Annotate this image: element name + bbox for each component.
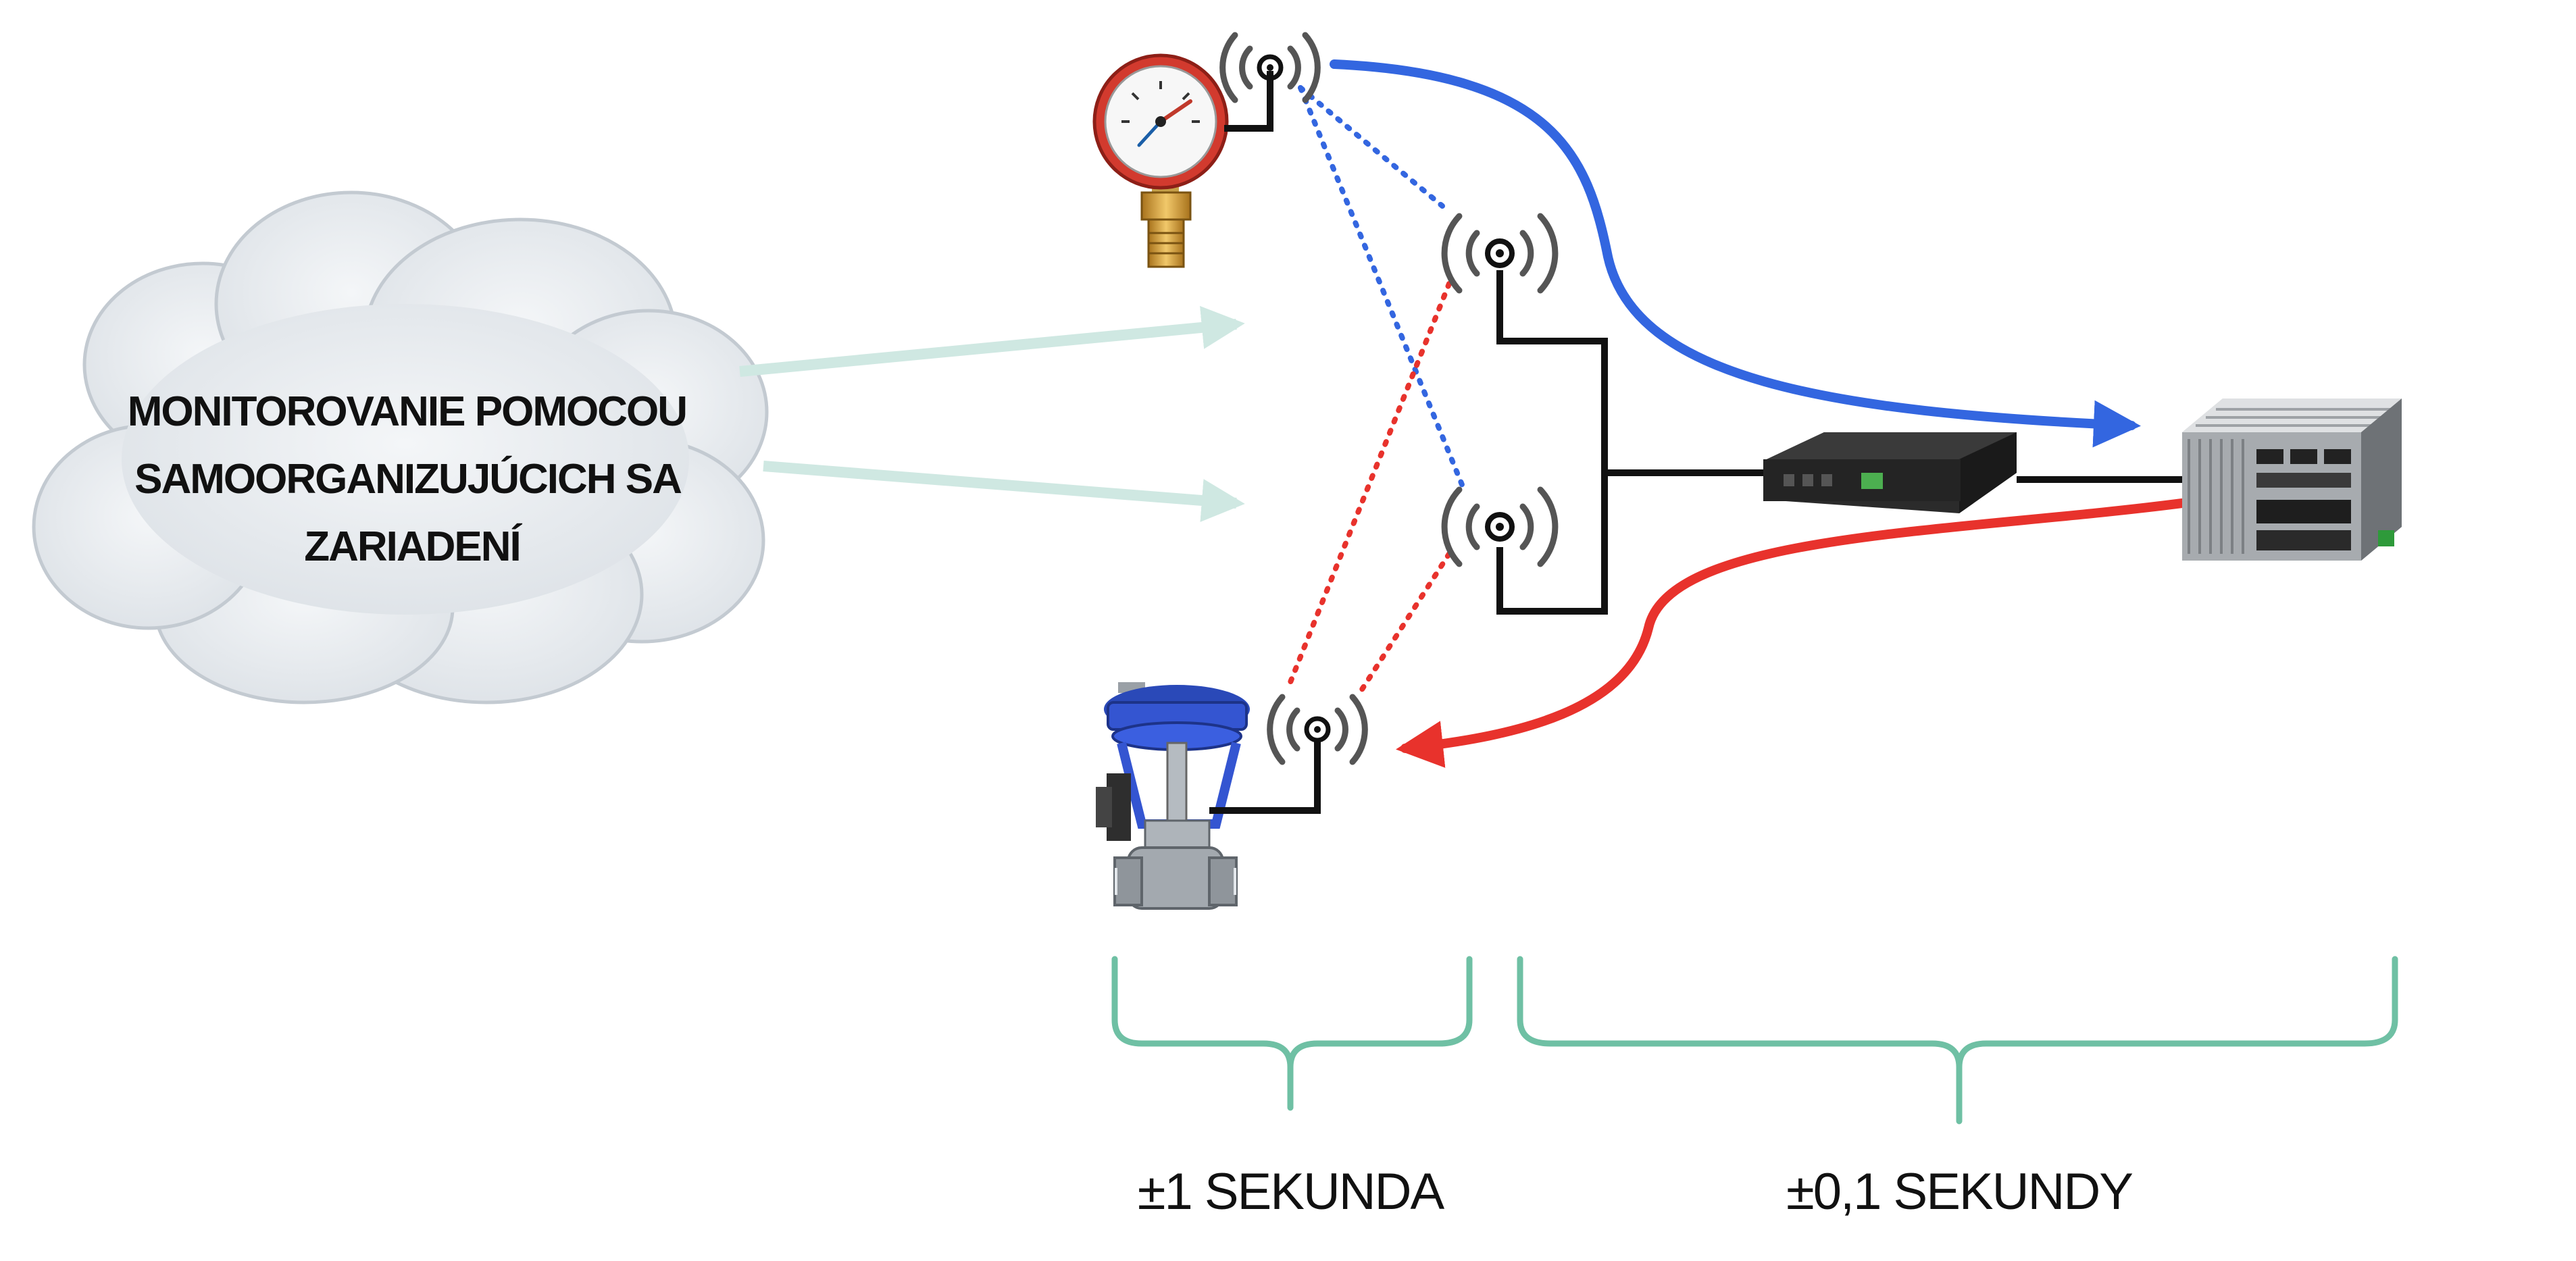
wireless-antenna-icon: [1267, 694, 1368, 765]
cloud-label-line-2: SAMOORGANIZUJÚCICH SA: [134, 456, 682, 503]
wireless-links: [1288, 85, 1465, 698]
wireless-antenna-icon: [1441, 486, 1559, 567]
bracket-local: [1111, 956, 1473, 1111]
cloud-arrow-lower: [763, 461, 1245, 522]
cloud-label: MONITOROVANIE POMOCOU SAMOORGANIZUJÚCICH…: [128, 388, 697, 570]
dotted-link-gateway-2-to-valve: [1355, 551, 1452, 698]
sensor-flow-arrow: [1330, 59, 2141, 448]
local-timing-label: ±1 SEKUNDA: [1138, 1163, 1445, 1220]
network-switch-icon: [1763, 432, 2017, 513]
gauge-wire: [1224, 71, 1273, 132]
wireless-antenna-icon: [1441, 213, 1559, 294]
monitoring-cloud: MONITOROVANIE POMOCOU SAMOORGANIZUJÚCICH…: [32, 190, 769, 704]
control-valve-icon: [1096, 682, 1250, 910]
bracket-controller: [1517, 956, 2398, 1125]
valve-wire: [1209, 740, 1321, 814]
gateway-wiring: [1496, 270, 2182, 615]
pressure-gauge-icon: [1092, 53, 1229, 268]
actuator-flow-arrow: [1396, 498, 2187, 768]
dotted-link-sensor-to-gateway-2: [1298, 85, 1465, 489]
cloud-label-line-3: ZARIADENÍ: [304, 523, 522, 570]
wireless-antenna-icon: [1219, 32, 1321, 103]
industrial-pc-icon: [2182, 398, 2402, 561]
dotted-link-gateway-1-to-valve: [1288, 281, 1452, 685]
cloud-arrow-upper: [739, 305, 1245, 377]
timing-brackets: [1111, 956, 2398, 1125]
controller-timing-label: ±0,1 SEKUNDY: [1786, 1163, 2133, 1220]
cloud-label-line-1: MONITOROVANIE POMOCOU: [128, 388, 686, 435]
cloud-arrows: [739, 305, 1245, 522]
